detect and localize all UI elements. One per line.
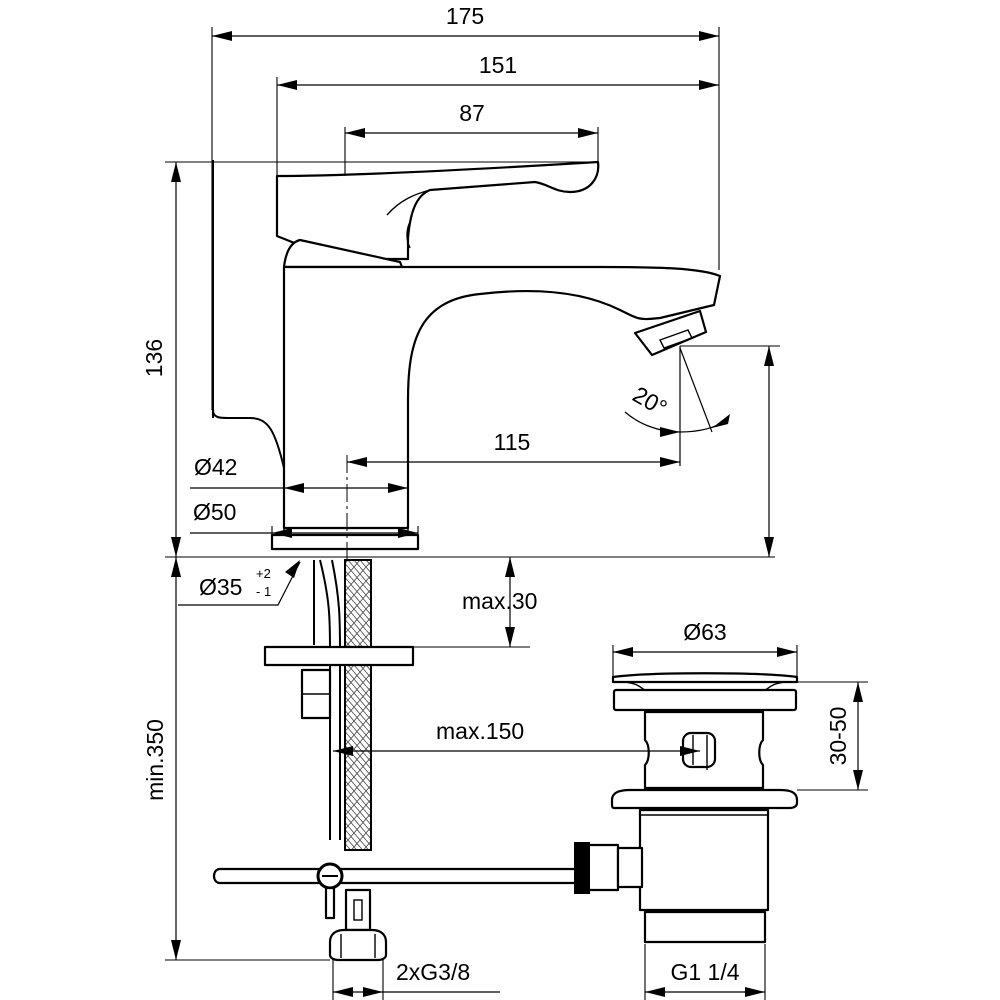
arrow: [505, 557, 515, 577]
arrow: [853, 682, 863, 702]
connector-nut: [574, 842, 590, 894]
arrow: [345, 128, 365, 138]
popup-waste: [574, 672, 799, 944]
dim-lever-length: 87: [459, 100, 485, 126]
dim-waste-flange-diameter: Ø63: [683, 619, 726, 645]
arrow: [398, 528, 418, 538]
under-deck-assembly: [212, 559, 582, 962]
dim-spout-reach: 115: [494, 429, 531, 455]
arrow: [333, 987, 353, 997]
dimension-labels: 175 151 87 136 115 20° Ø42 Ø50 Ø35 +2 - …: [141, 3, 851, 985]
dim-outlet-angle: 20°: [628, 381, 671, 421]
arrow: [680, 746, 700, 756]
base-plate: [270, 533, 420, 551]
arrow: [699, 31, 719, 41]
arrow: [171, 537, 181, 557]
arrow: [171, 557, 181, 577]
arrow: [853, 770, 863, 790]
fixing-plate: [263, 645, 415, 667]
arrow: [660, 457, 680, 467]
dim-hole-tol-minus: - 1: [256, 584, 271, 599]
arrow: [712, 414, 730, 428]
arrow: [277, 80, 297, 90]
arrow: [388, 483, 408, 493]
arrow: [764, 346, 774, 366]
arrow: [272, 528, 292, 538]
arrow: [347, 457, 367, 467]
aerator: [633, 309, 708, 357]
spout-body: [282, 265, 722, 530]
arrowheads: [171, 31, 863, 997]
dim-spout-length: 151: [479, 52, 517, 78]
dim-basin-thickness: 30-50: [825, 707, 851, 766]
popup-lever: [212, 160, 285, 469]
arrow: [578, 128, 598, 138]
hose-nut: [328, 928, 388, 962]
dim-base-diameter: Ø50: [193, 499, 236, 525]
braided-hose: [344, 559, 372, 851]
faucet: [212, 160, 722, 551]
arrow: [171, 940, 181, 960]
arrow: [363, 987, 383, 997]
arrow: [171, 162, 181, 182]
dim-hole-tol-plus: +2: [256, 566, 271, 581]
arrow: [660, 427, 680, 437]
arrow: [745, 987, 765, 997]
dim-overall-height: 136: [141, 339, 167, 377]
dim-overall-length: 175: [446, 3, 484, 29]
arrow: [284, 483, 304, 493]
dim-hose-length: min.350: [142, 719, 168, 801]
popup-rod: [212, 867, 582, 885]
arrow: [764, 537, 774, 557]
dim-waste-thread: G1 1/4: [670, 959, 739, 985]
dim-hole-diameter: Ø35: [199, 574, 242, 600]
arrow: [645, 987, 665, 997]
arrow: [505, 627, 515, 647]
dim-popup-rod-distance: max.150: [436, 718, 524, 744]
dim-deck-thickness: max.30: [462, 588, 537, 614]
arrow: [212, 31, 232, 41]
arrow: [777, 647, 797, 657]
dim-body-diameter: Ø42: [194, 454, 237, 480]
arrow: [285, 560, 300, 578]
arrow: [699, 80, 719, 90]
dim-hose-thread: 2xG3/8: [396, 959, 470, 985]
arrow: [613, 647, 633, 657]
arrow: [333, 746, 353, 756]
